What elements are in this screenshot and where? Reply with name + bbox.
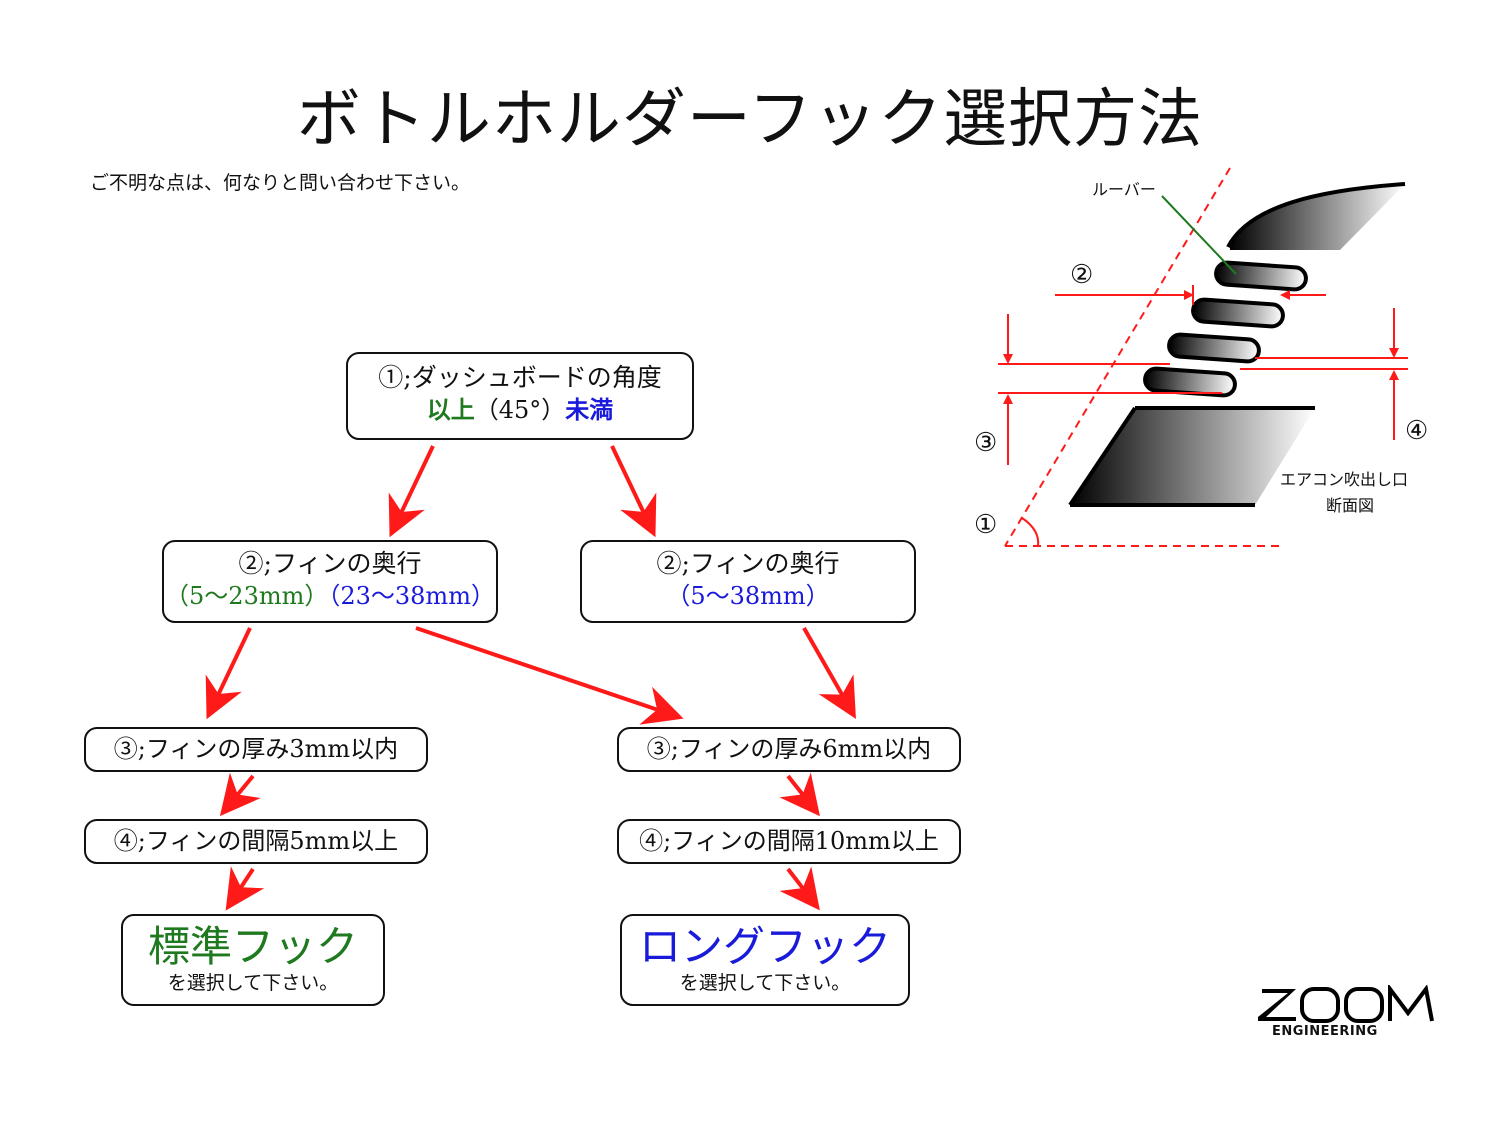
angle-above-label: 以上 [426,396,475,424]
step1-dashboard-angle-box: ①;ダッシュボードの角度 以上（45°）未満 [346,352,694,440]
vent-cross-section [998,167,1408,547]
angle-threshold: （45°） [474,396,566,424]
logo-wordmark: ENGINEERING [1272,1024,1378,1039]
arrow-q4-left-to-result-left [225,866,265,911]
step2-right-range: （5～38mm） [666,582,830,610]
arrow-q2-left-to-q3-left [205,627,252,720]
step1-label: ①;ダッシュボードの角度 [378,363,662,392]
zoom-logo [1258,985,1434,1023]
arrow-q2-right-to-q3-right [802,627,856,719]
arrow-q3-left-to-q4-left [219,772,261,817]
contact-note: ご不明な点は、何なりと問い合わせ下さい。 [90,172,471,194]
arrow-q3-right-to-q4-right [779,772,820,817]
dimension-4-label: ④ [1405,416,1429,446]
depth-range-long: （23～38mm） [328,582,495,610]
louver-label: ルーバー [1092,180,1156,199]
result-long-hook-name: ロングフック [638,922,891,971]
arrow-q1-to-q2-left [388,445,435,538]
step2-right-label: ②;フィンの奥行 [656,549,840,578]
diagram-caption-line2: 断面図 [1326,496,1375,515]
step1-options: 以上（45°）未満 [348,394,692,426]
step2-left-label: ②;フィンの奥行 [238,549,422,578]
arrow-q1-to-q2-right [610,445,657,538]
dimension-3-label: ③ [974,428,998,458]
step2-left-ranges: （5～23mm）（23～38mm） [164,580,496,612]
dimension-2-label: ② [1070,260,1094,290]
step3-right-fin-thickness-box: ③;フィンの厚み6mm以内 [617,727,961,772]
result-standard-hook-box: 標準フック を選択して下さい。 [121,914,385,1006]
result-long-hook-box: ロングフック を選択して下さい。 [620,914,910,1006]
step3-left-fin-thickness-box: ③;フィンの厚み3mm以内 [84,727,428,772]
arrow-q4-right-to-result-right [779,866,820,911]
dimension-1-label: ① [974,510,998,540]
step2-left-fin-depth-box: ②;フィンの奥行 （5～23mm）（23～38mm） [162,540,498,623]
diagram-caption-line1: エアコン吹出し口 [1280,470,1409,489]
angle-below-label: 未満 [565,396,614,424]
page-title: ボトルホルダーフック選択方法 [296,83,1204,157]
step4-left-fin-spacing-box: ④;フィンの間隔5mm以上 [84,819,428,864]
step4-right-fin-spacing-box: ④;フィンの間隔10mm以上 [617,819,961,864]
result-standard-hook-sub: を選択して下さい。 [167,972,339,994]
arrow-q2-left-to-q3-right [415,626,684,725]
result-long-hook-sub: を選択して下さい。 [679,972,851,994]
result-standard-hook-name: 標準フック [147,922,358,971]
step2-right-fin-depth-box: ②;フィンの奥行 （5～38mm） [580,540,916,623]
depth-range-standard: （5～23mm） [165,582,329,610]
